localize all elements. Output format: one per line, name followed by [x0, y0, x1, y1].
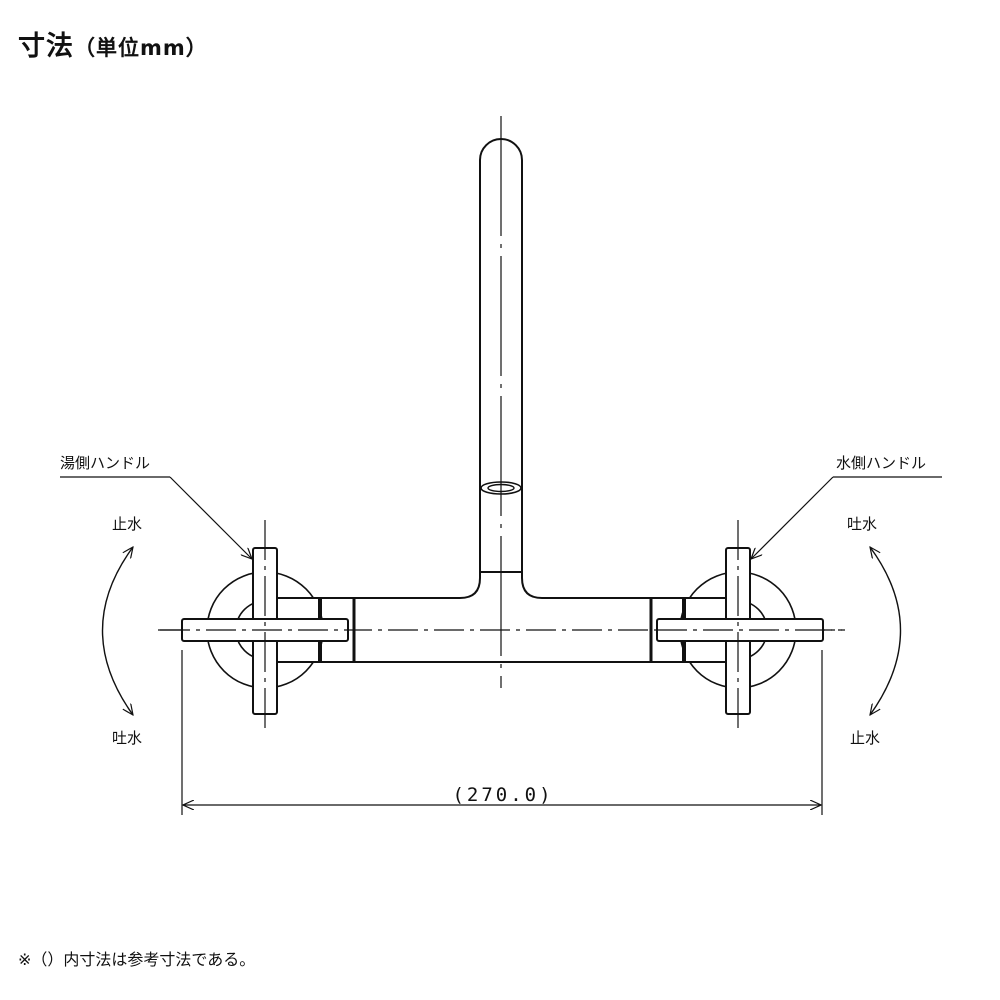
right-stop-label: 止水 [850, 729, 881, 747]
footnote: ※（）内寸法は参考寸法である。 [18, 950, 256, 969]
left-stop-label: 止水 [112, 515, 143, 533]
title-main: 寸法 [18, 31, 74, 62]
title-unit: （単位mm） [74, 36, 208, 60]
left-flow-label: 吐水 [112, 729, 143, 747]
cold-handle-assembly [649, 520, 845, 732]
cold-handle-label: 水側ハンドル [836, 454, 927, 472]
left-rotation-arrow [101, 547, 134, 715]
hot-handle-label: 湯側ハンドル [60, 454, 151, 472]
spout [479, 138, 523, 578]
hot-handle-leader [60, 476, 252, 559]
width-dimension [181, 650, 823, 815]
page-title: 寸法（単位mm） [18, 24, 208, 63]
right-rotation-arrow [870, 547, 902, 715]
hot-handle-assembly [160, 520, 356, 732]
width-dimension-value: (270.0) [452, 784, 553, 806]
faucet-body [354, 577, 650, 663]
right-flow-label: 吐水 [847, 515, 878, 533]
cold-handle-leader [751, 476, 942, 559]
